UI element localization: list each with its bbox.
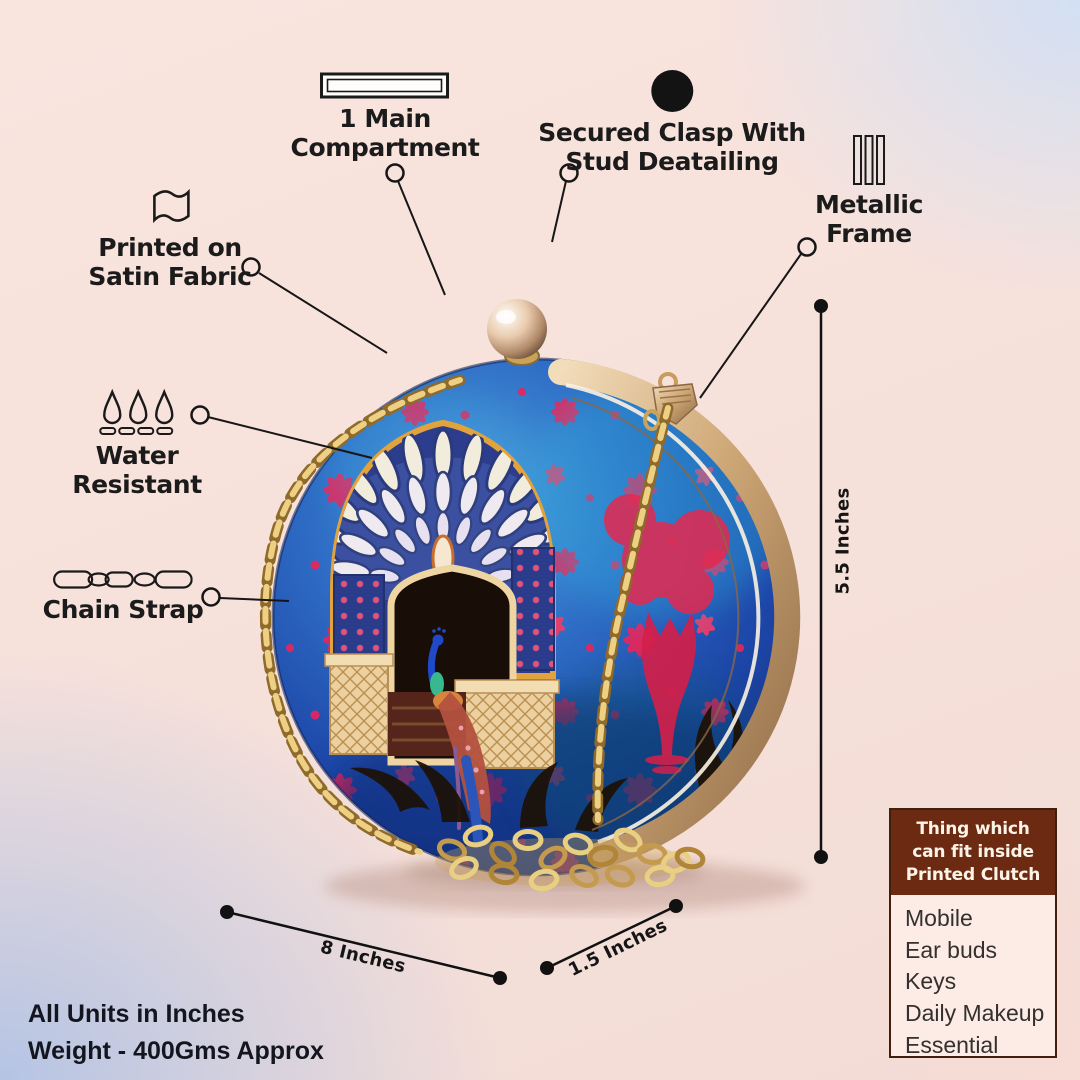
- chain-pile: [435, 824, 706, 892]
- dimension-lines: [220, 299, 828, 985]
- peacock: [427, 627, 491, 845]
- callout-lines: [190, 163, 817, 607]
- compartment-icon: [320, 72, 450, 99]
- fit-box-title: Thing which can fit inside Printed Clutc…: [891, 810, 1055, 895]
- chain-label: Chain Strap: [42, 595, 204, 624]
- feature-compartment: 1 Main Compartment: [291, 72, 480, 162]
- feature-clasp: Secured Clasp With Stud Deatailing: [538, 69, 806, 176]
- water-resistant-icon: [98, 390, 174, 435]
- arch-right-panel: [511, 547, 555, 671]
- metallic-frame-icon: [852, 135, 885, 185]
- satin-fabric-icon: [152, 188, 190, 224]
- clasp-label: Secured Clasp With Stud Deatailing: [538, 118, 806, 176]
- dimension-height-label: 5.5 Inches: [832, 487, 854, 595]
- clasp-ball: [487, 299, 547, 366]
- fit-box-item: Essential: [905, 1031, 999, 1058]
- fit-box-item: Daily Makeup: [905, 1000, 1045, 1027]
- fit-box-item: Keys: [905, 968, 957, 995]
- fit-box-item: Mobile: [905, 904, 973, 931]
- balcony: [324, 653, 560, 769]
- footer-weight: Weight - 400Gms Approx: [28, 1037, 324, 1065]
- footer-units: All Units in Inches: [28, 1000, 245, 1028]
- gold-chain: [259, 374, 674, 858]
- fit-box: Thing which can fit inside Printed Clutc…: [889, 808, 1057, 1058]
- stud-clasp-icon: [650, 70, 693, 112]
- compartment-label: 1 Main Compartment: [290, 104, 480, 162]
- feature-fabric: Printed on Satin Fabric: [88, 186, 252, 291]
- frame-label: Metallic Frame: [815, 190, 923, 248]
- feature-chain: Chain Strap: [43, 569, 204, 624]
- fabric-label: Printed on Satin Fabric: [88, 233, 252, 291]
- fit-box-list: Mobile Ear buds Keys Daily Makeup Essent…: [891, 895, 1055, 1066]
- fit-box-item: Ear buds: [905, 936, 998, 963]
- feature-water: Water Resistant: [72, 388, 202, 499]
- chain-strap-icon: [53, 570, 193, 589]
- feature-frame: Metallic Frame: [815, 135, 923, 248]
- water-label: Water Resistant: [72, 441, 202, 499]
